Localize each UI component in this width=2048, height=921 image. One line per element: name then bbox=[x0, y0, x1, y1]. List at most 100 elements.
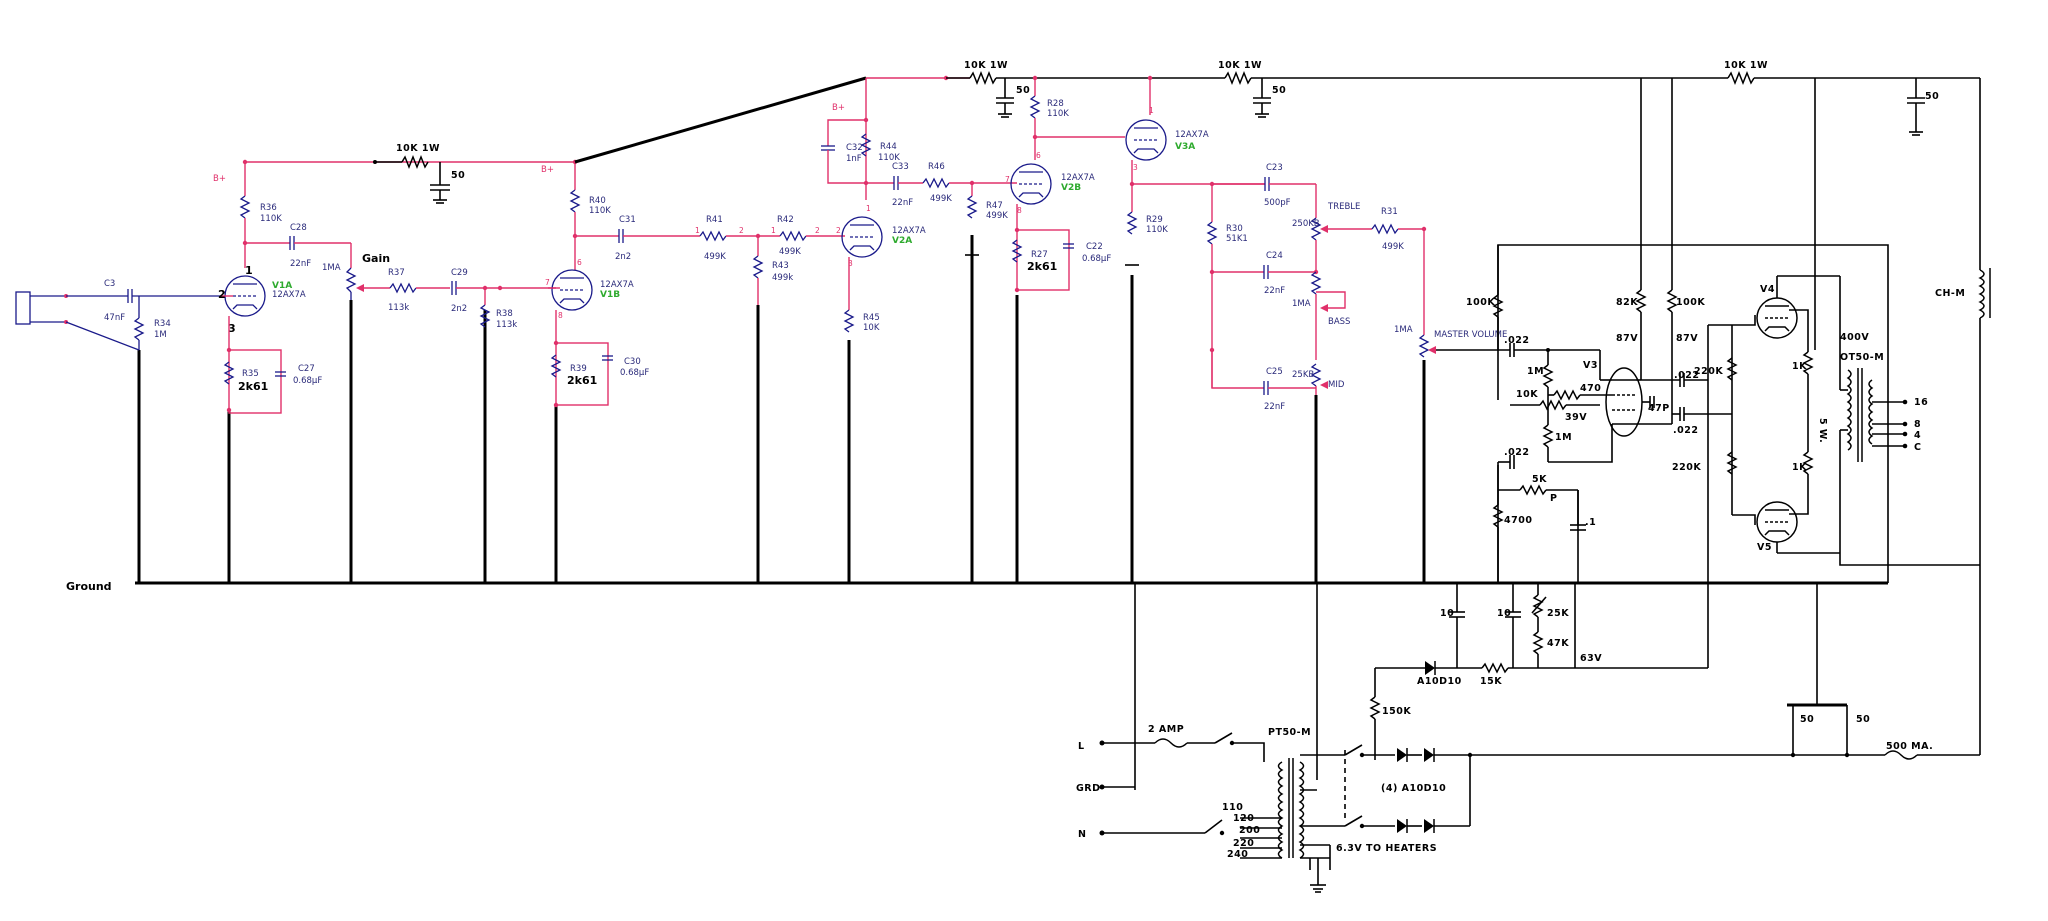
svg-text:R35: R35 bbox=[242, 369, 259, 379]
svg-text:TREBLE: TREBLE bbox=[1327, 202, 1360, 212]
svg-text:R36: R36 bbox=[260, 203, 277, 213]
v1a-tube: 1 2 3 V1A 12AX7A bbox=[218, 264, 306, 335]
treble-pot: TREBLE 250KB bbox=[1292, 184, 1372, 272]
svg-text:1: 1 bbox=[771, 226, 776, 235]
svg-text:1: 1 bbox=[695, 226, 700, 235]
svg-text:C30: C30 bbox=[624, 357, 641, 367]
svg-text:6: 6 bbox=[1036, 151, 1041, 160]
svg-text:0.68µF: 0.68µF bbox=[1082, 254, 1111, 264]
svg-text:1: 1 bbox=[245, 264, 253, 277]
v1b-cathode-network: R39 2k61 C30 0.68µF bbox=[550, 310, 649, 408]
svg-text:V5: V5 bbox=[1757, 542, 1772, 553]
svg-text:R39: R39 bbox=[570, 364, 587, 374]
svg-text:R45: R45 bbox=[863, 313, 880, 323]
svg-text:C23: C23 bbox=[1266, 163, 1283, 173]
svg-text:B+: B+ bbox=[541, 165, 554, 175]
r37-resistor: R37 113k bbox=[364, 268, 450, 313]
r30-resistor: R30 51K1 bbox=[1206, 181, 1248, 388]
svg-text:50: 50 bbox=[451, 170, 465, 181]
svg-text:R29: R29 bbox=[1146, 215, 1163, 225]
r42-resistor: R42 499K 1 2 2 bbox=[771, 215, 845, 257]
svg-text:.022: .022 bbox=[1673, 425, 1698, 436]
v3a-cathode-line bbox=[1129, 160, 1265, 212]
svg-text:63V: 63V bbox=[1580, 653, 1602, 664]
svg-text:1: 1 bbox=[866, 204, 871, 213]
supply-top-rail: 10K 1W 10K 1W 10K 1W bbox=[946, 60, 1981, 270]
svg-text:22nF: 22nF bbox=[290, 259, 311, 269]
r45-resistor: R45 10K bbox=[843, 257, 880, 333]
svg-text:V3A: V3A bbox=[1175, 142, 1195, 152]
v3a-tube: 12AX7A V3A 1 3 bbox=[1035, 75, 1209, 172]
svg-text:2k61: 2k61 bbox=[1027, 260, 1057, 273]
svg-text:87V: 87V bbox=[1676, 333, 1698, 344]
c33-capacitor: C33 22nF R46 499K bbox=[866, 162, 1017, 208]
svg-text:0.68µF: 0.68µF bbox=[293, 376, 322, 386]
svg-text:.022: .022 bbox=[1504, 447, 1529, 458]
svg-text:1MA: 1MA bbox=[1394, 325, 1413, 335]
svg-text:V1A: V1A bbox=[272, 281, 292, 291]
r28-resistor: R28 110K bbox=[1029, 75, 1069, 160]
svg-text:.1: .1 bbox=[1585, 517, 1596, 528]
c24-capacitor: C24 22nF bbox=[1212, 251, 1319, 296]
svg-text:220K: 220K bbox=[1672, 462, 1701, 473]
v2b-tube: 12AX7A V2B 6 7 8 bbox=[1005, 151, 1095, 215]
svg-text:4700: 4700 bbox=[1504, 515, 1532, 526]
svg-text:2 AMP: 2 AMP bbox=[1148, 724, 1184, 735]
svg-text:C28: C28 bbox=[290, 223, 307, 233]
svg-text:2: 2 bbox=[815, 226, 820, 235]
svg-text:(4) A10D10: (4) A10D10 bbox=[1381, 783, 1446, 794]
svg-text:82K: 82K bbox=[1616, 297, 1638, 308]
svg-text:113k: 113k bbox=[496, 320, 517, 330]
svg-text:R41: R41 bbox=[706, 215, 723, 225]
svg-text:110K: 110K bbox=[1047, 109, 1069, 119]
svg-text:15K: 15K bbox=[1480, 676, 1502, 687]
svg-text:2n2: 2n2 bbox=[615, 252, 631, 262]
svg-text:R46: R46 bbox=[928, 162, 945, 172]
svg-text:V1B: V1B bbox=[600, 290, 620, 300]
pi-cathode-network: .022 4700 5K P .1 bbox=[1492, 447, 1596, 583]
svg-text:V4: V4 bbox=[1760, 284, 1775, 295]
svg-text:87V: 87V bbox=[1616, 333, 1638, 344]
r34-resistor: R34 1M bbox=[133, 296, 171, 350]
svg-text:C29: C29 bbox=[451, 268, 468, 278]
r41-resistor: R41 499K 1 2 bbox=[695, 215, 780, 262]
output-transformer: 400V OT50-M 16 8 4 C bbox=[1839, 276, 1980, 566]
bass-pot: 1MA BASS bbox=[1292, 271, 1350, 360]
svg-text:500pF: 500pF bbox=[1264, 198, 1291, 208]
c25-capacitor: C25 22nF bbox=[1211, 350, 1316, 412]
svg-text:8: 8 bbox=[1914, 419, 1921, 430]
c022-input-cap: .022 bbox=[1504, 335, 1600, 357]
svg-text:1K: 1K bbox=[1792, 361, 1807, 372]
svg-text:1: 1 bbox=[1149, 106, 1154, 115]
rectifier-diodes: (4) A10D10 bbox=[1362, 748, 1473, 833]
svg-text:110K: 110K bbox=[878, 153, 900, 163]
svg-text:2n2: 2n2 bbox=[451, 304, 467, 314]
svg-text:V2B: V2B bbox=[1061, 183, 1081, 193]
svg-text:400V: 400V bbox=[1840, 332, 1869, 343]
svg-text:1M: 1M bbox=[1555, 432, 1572, 443]
svg-text:10K: 10K bbox=[863, 323, 880, 333]
svg-text:220: 220 bbox=[1233, 838, 1254, 849]
svg-text:R30: R30 bbox=[1226, 224, 1243, 234]
svg-text:L: L bbox=[1078, 741, 1085, 752]
bias-supply: 10 10 25K 47K 63V 15K A10D10 150K bbox=[1369, 583, 1602, 760]
svg-text:C27: C27 bbox=[298, 364, 315, 374]
svg-text:R34: R34 bbox=[154, 319, 171, 329]
svg-text:1M: 1M bbox=[154, 330, 167, 340]
v2b-cathode-network: R27 2k61 C22 0.68µF bbox=[1011, 204, 1111, 293]
svg-text:R44: R44 bbox=[880, 142, 897, 152]
svg-text:7: 7 bbox=[1005, 175, 1010, 184]
v4-power-tube: V4 bbox=[1756, 275, 1840, 339]
svg-text:CH-M: CH-M bbox=[1935, 288, 1965, 299]
svg-text:6: 6 bbox=[577, 258, 582, 267]
svg-text:BASS: BASS bbox=[1328, 317, 1350, 327]
svg-text:3: 3 bbox=[228, 322, 236, 335]
r43-resistor: R43 499k bbox=[752, 236, 793, 305]
bias-resistors: 220K 220K bbox=[1672, 315, 1756, 668]
svg-text:10K 1W: 10K 1W bbox=[1724, 60, 1768, 71]
svg-text:4: 4 bbox=[1914, 430, 1921, 441]
svg-text:499K: 499K bbox=[1382, 242, 1404, 252]
svg-text:R38: R38 bbox=[496, 309, 513, 319]
svg-text:499K: 499K bbox=[986, 211, 1008, 221]
svg-text:22nF: 22nF bbox=[1264, 286, 1285, 296]
